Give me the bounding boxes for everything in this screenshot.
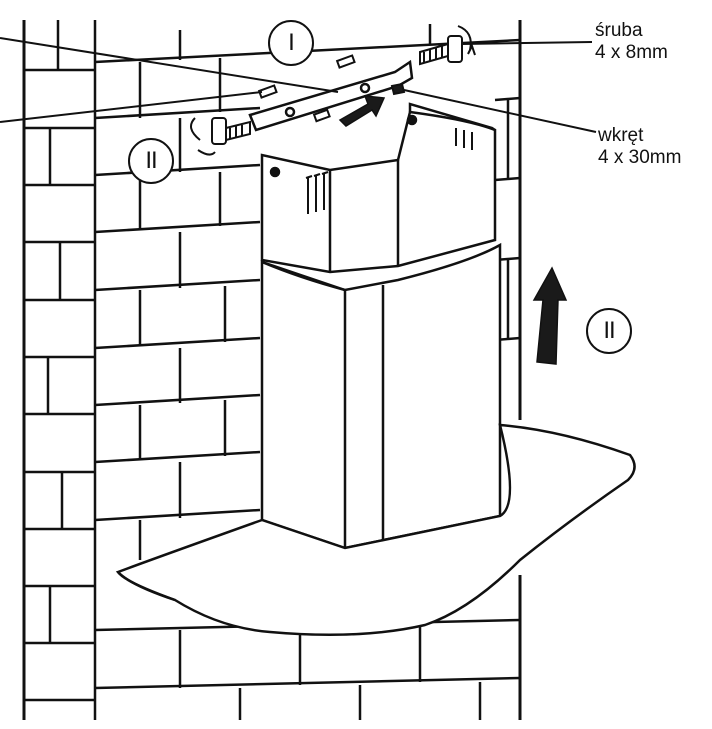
- step-one-marker: I: [268, 20, 314, 66]
- screw-label: śruba 4 x 8mm: [595, 20, 668, 64]
- insert-arrow: [338, 95, 386, 127]
- left-bolt-icon: [190, 117, 251, 156]
- chimney-lower: [260, 242, 502, 550]
- step-one-label: I: [288, 29, 295, 56]
- wall-anchors: [257, 54, 356, 123]
- wood-screw-size: 4 x 30mm: [598, 147, 682, 168]
- screw-icon: [390, 82, 406, 96]
- step-two-lift-label: II: [603, 317, 615, 344]
- lift-arrow: [532, 266, 568, 365]
- wood-screw-name: wkręt: [598, 125, 644, 146]
- bolt-icon: [419, 25, 476, 66]
- screw-name: śruba: [595, 20, 643, 41]
- mounting-bracket: [248, 59, 414, 132]
- step-two-marker: II: [128, 138, 174, 184]
- step-two-label: II: [145, 147, 157, 174]
- wood-screw-label: wkręt 4 x 30mm: [598, 125, 681, 169]
- leader-lines: [0, 37, 597, 133]
- step-two-marker-lift: II: [586, 308, 632, 354]
- chimney-upper: [260, 102, 497, 274]
- canopy: [115, 423, 636, 637]
- screw-size: 4 x 8mm: [595, 42, 668, 63]
